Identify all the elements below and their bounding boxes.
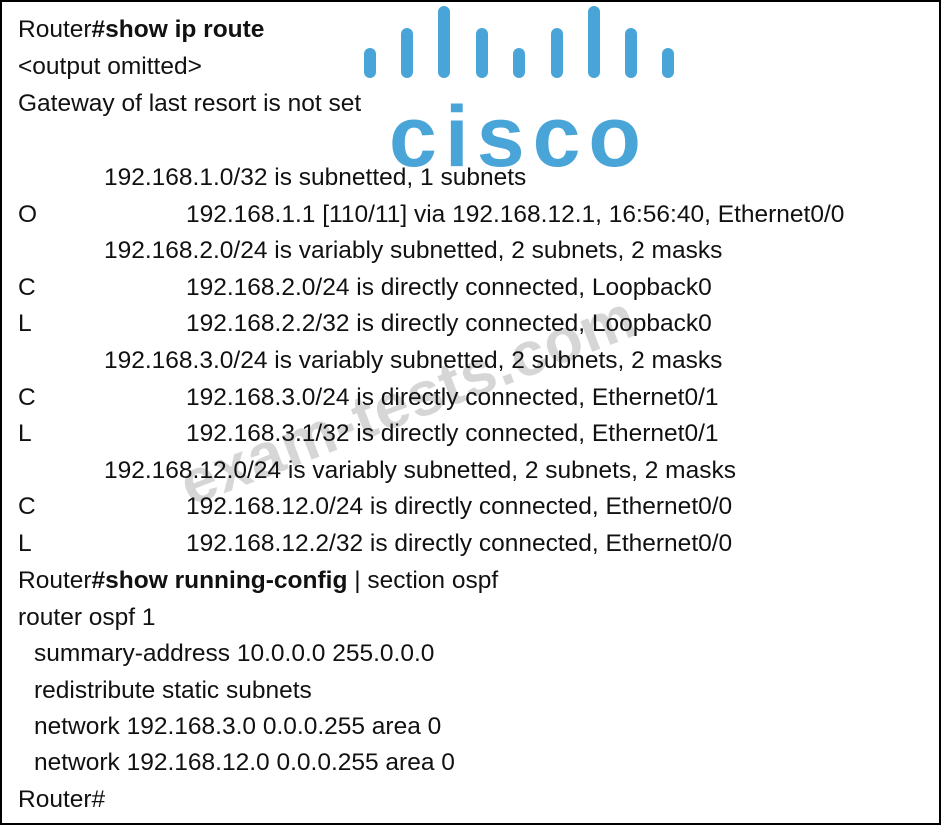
cisco-logo-bar [401,28,413,78]
cisco-logo-bar [551,28,563,78]
route-code: L [18,420,32,447]
cisco-logo-bar [364,48,376,78]
config-line: network 192.168.12.0 0.0.0.255 area 0 [34,749,455,776]
command-filter: | section ospf [347,567,499,594]
route-text: 192.168.2.0/24 is variably subnetted, 2 … [104,237,723,264]
command-line-1: Router#show ip route [18,16,265,43]
gateway-line: Gateway of last resort is not set [18,90,362,117]
route-text: 192.168.3.1/32 is directly connected, Et… [186,420,719,447]
route-text: 192.168.12.0/24 is directly connected, E… [186,493,733,520]
route-code: C [18,274,36,301]
output-omitted-line: <output omitted> [18,53,202,80]
route-code: O [18,201,38,228]
command: #show running-config [91,567,348,594]
config-line: redistribute static subnets [34,677,312,704]
route-text: 192.168.12.2/32 is directly connected, E… [186,530,733,557]
config-line: router ospf 1 [18,604,156,631]
route-code: L [18,310,32,337]
final-prompt: Router# [18,786,106,813]
cisco-logo-bar [438,6,450,78]
cisco-logo-bar [588,6,600,78]
route-text: 192.168.12.0/24 is variably subnetted, 2… [104,457,736,484]
route-text: 192.168.3.0/24 is directly connected, Et… [186,384,719,411]
cisco-logo-bar [513,48,525,78]
prompt: Router [18,16,92,43]
route-text: 192.168.1.1 [110/11] via 192.168.12.1, 1… [186,201,845,228]
config-line: network 192.168.3.0 0.0.0.255 area 0 [34,713,442,740]
route-code: L [18,530,32,557]
cisco-logo-bar [625,28,637,78]
command-line-2: Router#show running-config | section osp… [18,567,499,594]
route-text: 192.168.2.0/24 is directly connected, Lo… [186,274,712,301]
cisco-logo: cisco [364,6,674,181]
route-text: 192.168.2.2/32 is directly connected, Lo… [186,310,712,337]
cisco-logo-bar [662,48,674,78]
route-text: 192.168.1.0/32 is subnetted, 1 subnets [104,164,527,191]
route-text: 192.168.3.0/24 is variably subnetted, 2 … [104,347,723,374]
prompt: Router [18,567,92,594]
route-code: C [18,493,36,520]
config-line: summary-address 10.0.0.0 255.0.0.0 [34,640,435,667]
route-code: C [18,384,36,411]
cisco-logo-bar [476,28,488,78]
command: #show ip route [91,16,265,43]
